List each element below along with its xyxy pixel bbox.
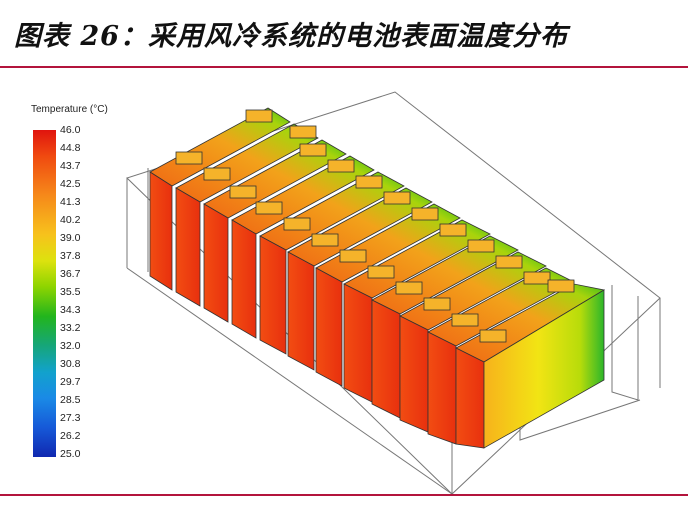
title-bar: 图表 26：采用风冷系统的电池表面温度分布 bbox=[0, 0, 688, 68]
tick-label: 40.2 bbox=[60, 214, 81, 226]
tick-label: 26.2 bbox=[60, 430, 81, 442]
tick-label: 39.0 bbox=[60, 232, 81, 244]
tick-label: 30.8 bbox=[60, 358, 81, 370]
tick-label: 41.3 bbox=[60, 196, 81, 208]
tick-label: 25.0 bbox=[60, 448, 81, 460]
temperature-colorbar bbox=[33, 130, 56, 457]
tick-label: 44.8 bbox=[60, 142, 81, 154]
figure-title: 图表 26：采用风冷系统的电池表面温度分布 bbox=[14, 21, 568, 52]
tick-label: 36.7 bbox=[60, 268, 81, 280]
tick-label: 29.7 bbox=[60, 376, 81, 388]
tick-label: 32.0 bbox=[60, 340, 81, 352]
tick-label: 37.8 bbox=[60, 250, 81, 262]
tick-label: 35.5 bbox=[60, 286, 81, 298]
tick-label: 33.2 bbox=[60, 322, 81, 334]
tick-label: 46.0 bbox=[60, 124, 81, 136]
tick-label: 28.5 bbox=[60, 394, 81, 406]
tick-label: 43.7 bbox=[60, 160, 81, 172]
battery-cells bbox=[149, 107, 606, 449]
tick-label: 27.3 bbox=[60, 412, 81, 424]
tick-label: 34.3 bbox=[60, 304, 81, 316]
bottom-rule bbox=[0, 494, 688, 496]
legend-title: Temperature (°C) bbox=[31, 104, 108, 115]
tick-label: 42.5 bbox=[60, 178, 81, 190]
cell-terminals bbox=[175, 109, 575, 343]
